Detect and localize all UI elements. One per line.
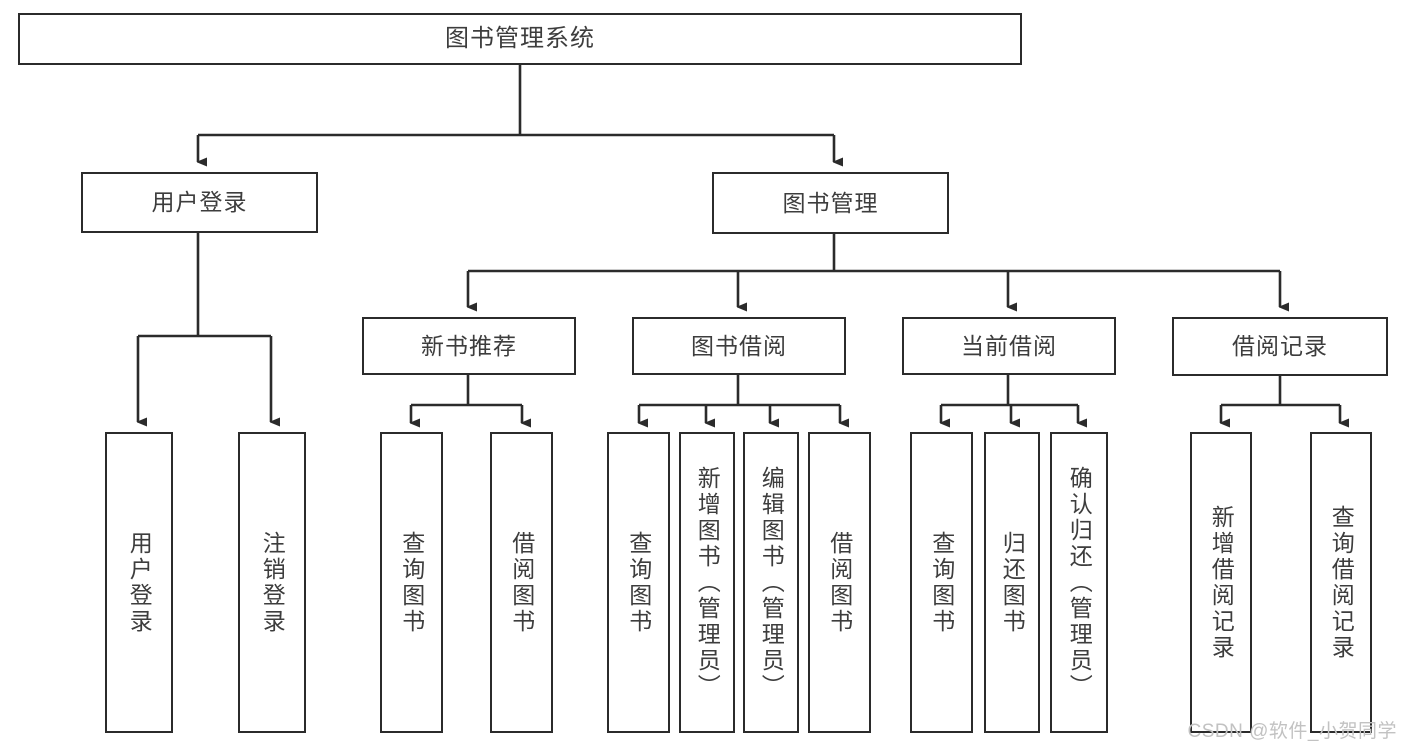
node-leaf-return-book[interactable]: 归还图书 [984,432,1040,733]
node-leaf-query-record[interactable]: 查询借阅记录 [1310,432,1372,733]
node-leaf-query-book-3-label: 查询图书 [928,530,955,635]
node-leaf-query-book-1[interactable]: 查询图书 [380,432,443,733]
node-borrow-record-label: 借阅记录 [1232,333,1328,360]
node-leaf-logout-login-label: 注销登录 [259,530,286,635]
node-current-borrow-label: 当前借阅 [961,332,1057,359]
node-leaf-return-book-label: 归还图书 [999,530,1026,635]
node-leaf-query-book-2[interactable]: 查询图书 [607,432,670,733]
node-new-book-recommend[interactable]: 新书推荐 [362,317,576,375]
node-leaf-add-book-label: 新增图书（管理员） [694,465,721,700]
node-leaf-query-book-2-label: 查询图书 [625,530,652,635]
node-leaf-add-record-label: 新增借阅记录 [1208,504,1235,661]
node-leaf-borrow-book-2-label: 借阅图书 [826,530,853,635]
node-root[interactable]: 图书管理系统 [18,13,1022,65]
node-borrow-record[interactable]: 借阅记录 [1172,317,1388,376]
node-user-login-label: 用户登录 [151,189,248,216]
node-book-management-label: 图书管理 [782,189,879,216]
node-leaf-add-book[interactable]: 新增图书（管理员） [679,432,735,733]
node-leaf-edit-book-label: 编辑图书（管理员） [758,465,785,700]
node-leaf-add-record[interactable]: 新增借阅记录 [1190,432,1252,733]
node-leaf-confirm-return[interactable]: 确认归还（管理员） [1050,432,1108,733]
node-new-book-recommend-label: 新书推荐 [421,332,517,359]
node-leaf-borrow-book-1[interactable]: 借阅图书 [490,432,553,733]
node-root-label: 图书管理系统 [445,25,595,52]
node-current-borrow[interactable]: 当前借阅 [902,317,1116,375]
node-leaf-query-book-1-label: 查询图书 [398,530,425,635]
node-leaf-logout-login[interactable]: 注销登录 [238,432,306,733]
node-leaf-user-login[interactable]: 用户登录 [105,432,173,733]
node-user-login[interactable]: 用户登录 [81,172,318,233]
node-leaf-user-login-label: 用户登录 [126,530,153,635]
node-leaf-borrow-book-2[interactable]: 借阅图书 [808,432,871,733]
node-book-management[interactable]: 图书管理 [712,172,949,234]
node-leaf-query-book-3[interactable]: 查询图书 [910,432,973,733]
node-book-borrow[interactable]: 图书借阅 [632,317,846,375]
node-leaf-borrow-book-1-label: 借阅图书 [508,530,535,635]
node-leaf-edit-book[interactable]: 编辑图书（管理员） [743,432,799,733]
node-leaf-query-record-label: 查询借阅记录 [1328,504,1355,661]
node-leaf-confirm-return-label: 确认归还（管理员） [1066,465,1093,700]
node-book-borrow-label: 图书借阅 [691,332,787,359]
